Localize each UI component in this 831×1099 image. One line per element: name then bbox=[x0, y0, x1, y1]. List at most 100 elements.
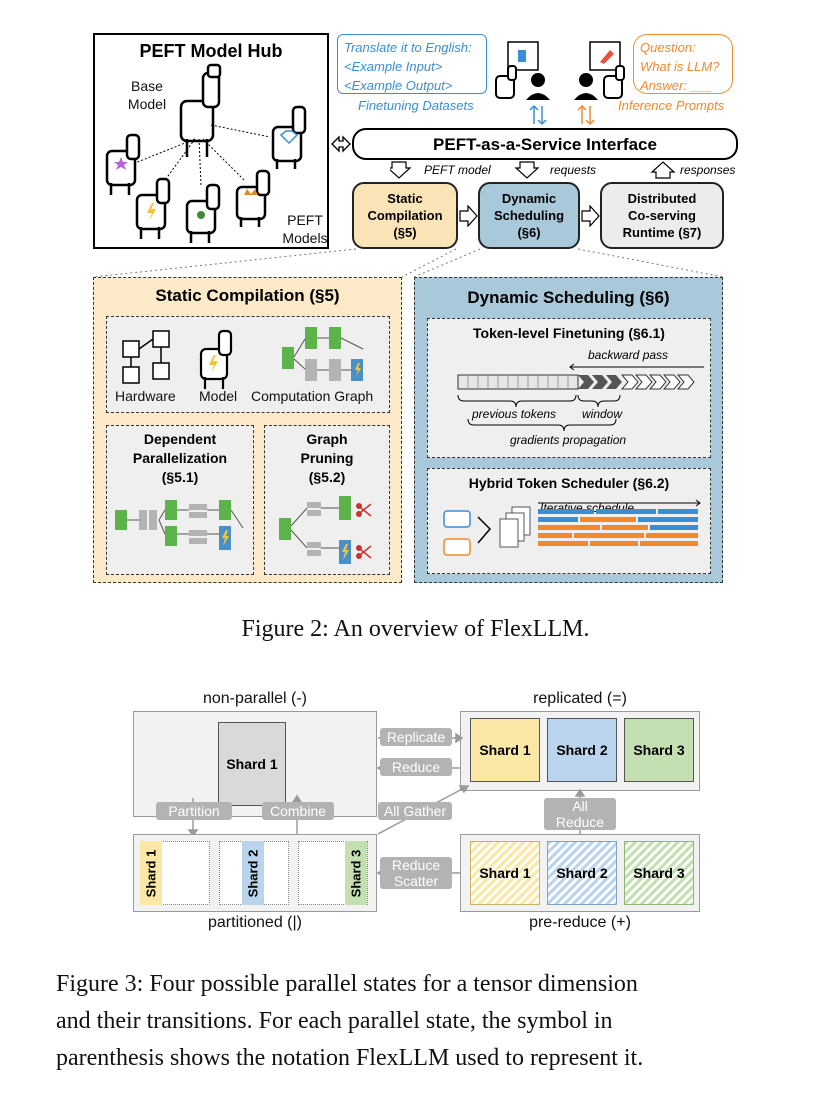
gem-icon bbox=[279, 130, 299, 145]
window-label: window bbox=[582, 407, 623, 421]
label-requests: requests bbox=[550, 163, 597, 177]
updown-arrows-blue-icon bbox=[529, 104, 547, 126]
label-pre-reduce: pre-reduce (+) bbox=[529, 914, 631, 931]
user-right-icon bbox=[574, 73, 598, 100]
combine-transition: Combine bbox=[262, 802, 334, 820]
label-non-parallel: non-parallel (-) bbox=[202, 690, 308, 707]
llama-small-right-icon bbox=[603, 65, 625, 99]
sc-inputs: Hardware Model Computation Graph bbox=[106, 316, 390, 413]
computation-graph-label: Computation Graph bbox=[251, 388, 374, 404]
llama-star-icon bbox=[105, 133, 141, 195]
users-icons bbox=[495, 41, 625, 126]
inference-bubble: Question: What is LLM? Answer: ___ bbox=[633, 34, 733, 94]
figure-3: non-parallel (-) replicated (=) Shard 1 … bbox=[0, 680, 831, 1099]
service-interface: PEFT-as-a-Service Interface bbox=[352, 128, 738, 160]
dynamic-scheduling-panel: Dynamic Scheduling (§6) Token-level Fine… bbox=[414, 277, 723, 583]
hardware-icon bbox=[122, 330, 170, 384]
reduce-transition: Reduce bbox=[380, 758, 452, 776]
hybrid-scheduler-icon bbox=[443, 499, 701, 556]
clover-icon bbox=[197, 211, 205, 219]
shard-3: Shard 3 bbox=[624, 718, 694, 782]
shard-3: Shard 3 bbox=[345, 841, 367, 905]
hardware-label: Hardware bbox=[115, 388, 176, 404]
label-partitioned: partitioned (|) bbox=[208, 914, 302, 931]
inference-caption: Inference Prompts bbox=[618, 98, 725, 113]
static-compilation-panel: Static Compilation (§5) bbox=[93, 277, 402, 583]
graph-pruning-icon bbox=[279, 496, 372, 564]
dep-par-graph-icon bbox=[115, 500, 244, 550]
figure-2: PEFT Model Hub Base Model PEFT Models bbox=[92, 33, 738, 642]
partition-slot-2: Shard 2 bbox=[219, 841, 289, 905]
previous-tokens-label: previous tokens bbox=[472, 407, 557, 421]
label-replicated: replicated (=) bbox=[533, 690, 627, 707]
model-label: Model bbox=[199, 388, 238, 404]
request-orange-icon bbox=[443, 538, 471, 556]
shard-2: Shard 2 bbox=[547, 841, 617, 905]
all-gather-transition: All Gather bbox=[378, 802, 452, 820]
partition-transition: Partition bbox=[156, 802, 232, 820]
figure-2-caption: Figure 2: An overview of FlexLLM. bbox=[241, 616, 590, 642]
ds-title: Dynamic Scheduling (§6) bbox=[467, 288, 670, 307]
figure-3-caption: Figure 3: Four possible parallel states … bbox=[56, 971, 644, 1071]
gradients-label: gradients propagation bbox=[510, 433, 627, 447]
sc-inputs-icons bbox=[122, 327, 364, 389]
non-parallel-box: Shard 1 bbox=[133, 711, 377, 817]
right-arrow-icon bbox=[581, 205, 600, 227]
pre-reduce-box: Shard 1 Shard 2 Shard 3 bbox=[460, 834, 700, 912]
hybrid-token-scheduler: Hybrid Token Scheduler (§6.2) Iterative … bbox=[427, 468, 711, 574]
shard-1: Shard 1 bbox=[140, 841, 162, 905]
base-llama-icon bbox=[179, 63, 222, 157]
scissors-icon bbox=[356, 545, 372, 559]
right-arrow-icon bbox=[459, 205, 478, 227]
model-llama-icon bbox=[199, 329, 233, 389]
graph-pruning: Graph Pruning (§5.2) bbox=[264, 425, 390, 575]
finetune-caption: Finetuning Datasets bbox=[358, 98, 474, 113]
replicate-transition: Replicate bbox=[380, 728, 452, 746]
token-level-title: Token-level Finetuning (§6.1) bbox=[473, 325, 665, 341]
shard-1: Shard 1 bbox=[470, 718, 540, 782]
graph-pruning-title: Graph Pruning (§5.2) bbox=[300, 431, 354, 485]
shard-1: Shard 1 bbox=[218, 722, 286, 806]
scissors-icon bbox=[356, 503, 372, 517]
dependent-parallelization: Dependent Parallelization (§5.1) bbox=[106, 425, 254, 575]
user-left-icon bbox=[526, 73, 550, 100]
computation-graph-icon bbox=[282, 327, 364, 381]
peft-model-hub: PEFT Model Hub Base Model PEFT Models bbox=[93, 33, 329, 249]
partition-slot-3: Shard 3 bbox=[298, 841, 368, 905]
base-model-label: Base Model bbox=[127, 78, 167, 112]
label-peft-model: PEFT model bbox=[424, 163, 491, 177]
hub-title: PEFT Model Hub bbox=[139, 41, 283, 61]
shard-3: Shard 3 bbox=[624, 841, 694, 905]
partition-slot-1: Shard 1 bbox=[140, 841, 210, 905]
all-reduce-transition: All Reduce bbox=[544, 798, 616, 830]
schedule-bars bbox=[538, 509, 698, 546]
request-blue-icon bbox=[443, 510, 471, 528]
star-icon bbox=[114, 157, 128, 170]
rocket-doc-icon bbox=[589, 41, 621, 71]
down-arrow-icon bbox=[390, 161, 412, 179]
hybrid-title: Hybrid Token Scheduler (§6.2) bbox=[468, 475, 670, 491]
label-responses: responses bbox=[680, 163, 736, 177]
hub-service-arrow-icon bbox=[331, 135, 351, 153]
down-arrow-icon bbox=[514, 161, 540, 179]
up-arrow-icon bbox=[650, 161, 676, 179]
hub-diagram bbox=[105, 63, 307, 243]
sc-title: Static Compilation (§5) bbox=[155, 286, 340, 305]
token-level-finetuning: Token-level Finetuning (§6.1) backward p… bbox=[427, 318, 711, 458]
interface-arrows bbox=[390, 161, 676, 179]
bolt-icon bbox=[209, 355, 218, 373]
partitioned-box: Shard 1 Shard 2 Shard 3 bbox=[133, 834, 377, 912]
replicated-box: Shard 1 Shard 2 Shard 3 bbox=[460, 711, 700, 791]
shard-2: Shard 2 bbox=[547, 718, 617, 782]
token-stack-icon bbox=[499, 506, 531, 548]
dep-par-title: Dependent Parallelization (§5.1) bbox=[132, 431, 228, 485]
finetune-bubble: Translate it to English: <Example Input>… bbox=[337, 34, 487, 94]
bolt-icon bbox=[147, 203, 156, 221]
shard-1: Shard 1 bbox=[470, 841, 540, 905]
updown-arrows-orange-icon bbox=[577, 104, 595, 126]
shard-2: Shard 2 bbox=[242, 841, 264, 905]
reduce-scatter-transition: Reduce Scatter bbox=[380, 857, 452, 889]
